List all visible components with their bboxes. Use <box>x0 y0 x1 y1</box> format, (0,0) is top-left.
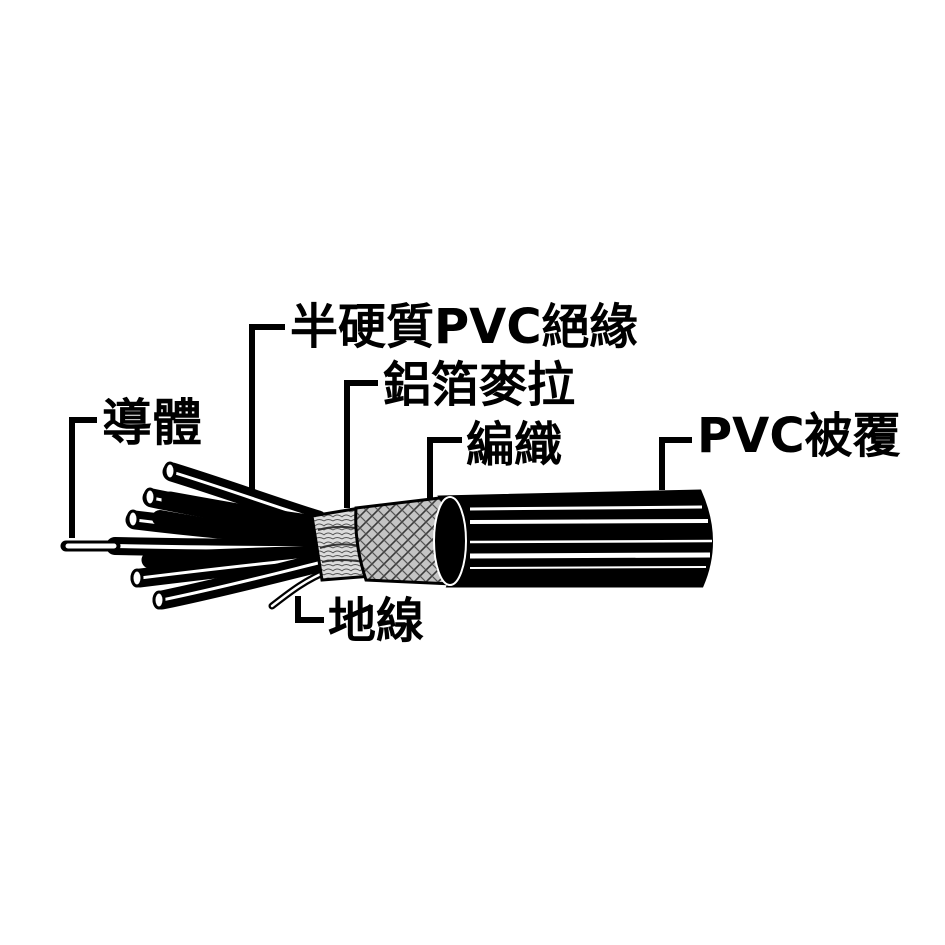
jacket-end-face <box>433 496 467 586</box>
label-aluminum-foil: 鋁箔麥拉 <box>383 357 575 413</box>
label-ground-wire: 地線 <box>328 593 424 649</box>
label-jacket: PVC被覆 <box>697 408 901 464</box>
labels: 導體 半硬質PVC絕緣 鋁箔麥拉 編織 PVC被覆 地線 <box>102 299 901 649</box>
leader-jacket <box>659 437 692 490</box>
leader-ground-wire <box>295 596 324 623</box>
leader-lines <box>69 324 692 623</box>
leader-aluminum-foil <box>344 380 378 508</box>
lower-wire-3 <box>152 553 328 610</box>
label-conductor: 導體 <box>102 394 202 452</box>
leader-insulation <box>249 324 285 495</box>
wire-end-caps <box>126 461 177 610</box>
label-insulation: 半硬質PVC絕緣 <box>290 299 638 355</box>
conductor-bundle <box>60 462 334 610</box>
leader-conductor <box>69 417 97 538</box>
pvc-jacket <box>433 489 714 588</box>
leader-braid <box>427 437 462 500</box>
label-braid: 編織 <box>466 417 562 473</box>
upper-wire-3 <box>161 491 325 533</box>
